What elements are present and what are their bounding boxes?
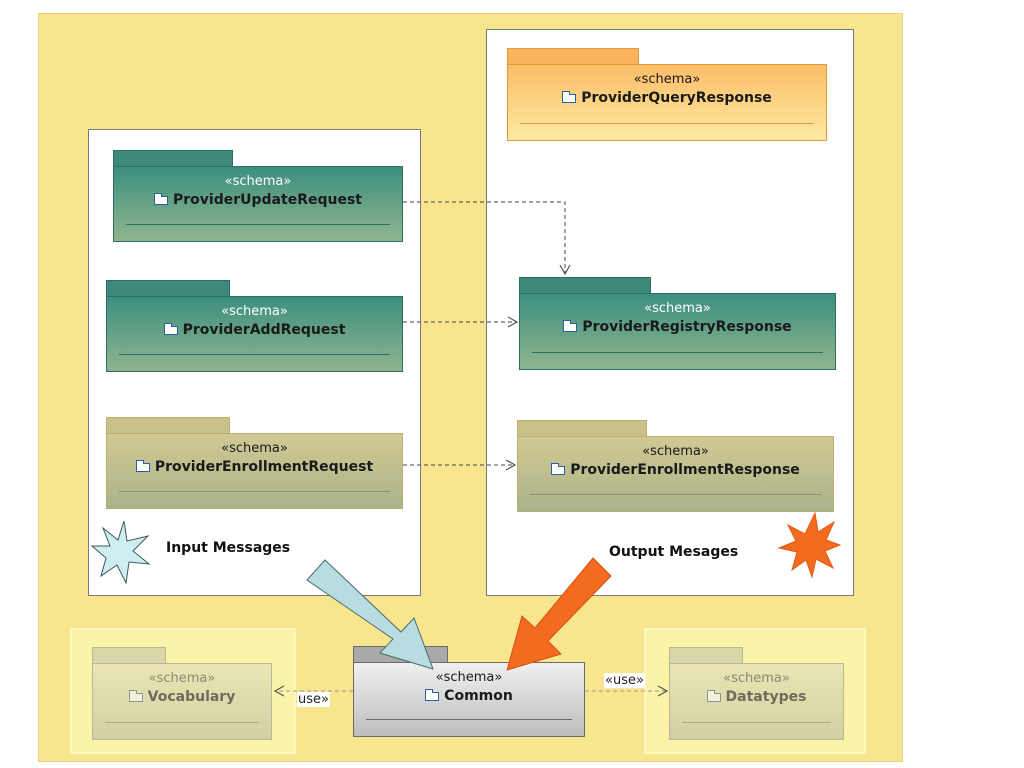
package-body: «schema» ProviderAddRequest xyxy=(106,296,403,372)
package-tab xyxy=(517,420,647,437)
starburst-outline-icon xyxy=(90,520,151,585)
folder-icon xyxy=(706,690,721,702)
package-provider-enrollment-request[interactable]: «schema» ProviderEnrollmentRequest xyxy=(106,417,403,509)
package-name: Datatypes xyxy=(670,688,843,706)
package-divider xyxy=(682,722,831,723)
package-divider xyxy=(532,352,823,353)
package-divider xyxy=(119,491,390,492)
package-provider-add-request[interactable]: «schema» ProviderAddRequest xyxy=(106,280,403,372)
package-name: ProviderAddRequest xyxy=(107,321,402,339)
package-stereotype: «schema» xyxy=(642,444,709,459)
package-tab xyxy=(106,280,230,297)
package-provider-query-response[interactable]: «schema» ProviderQueryResponse xyxy=(507,48,827,141)
package-provider-update-request[interactable]: «schema» ProviderUpdateRequest xyxy=(113,150,403,242)
package-datatypes[interactable]: «schema» Datatypes xyxy=(669,647,844,740)
package-stereotype: «schema» xyxy=(221,441,288,456)
package-body: «schema» ProviderQueryResponse xyxy=(507,64,827,141)
package-divider xyxy=(126,224,390,225)
dependency-update-to-registry xyxy=(403,201,571,276)
folder-icon xyxy=(425,689,440,701)
package-stereotype: «schema» xyxy=(435,670,503,685)
package-name: ProviderEnrollmentRequest xyxy=(107,458,402,476)
folder-icon xyxy=(128,690,143,702)
package-stereotype: «schema» xyxy=(224,174,292,189)
package-body: «schema» ProviderRegistryResponse xyxy=(519,293,836,370)
package-body: «schema» Vocabulary xyxy=(92,663,272,740)
package-vocabulary[interactable]: «schema» Vocabulary xyxy=(92,647,272,740)
package-name: Vocabulary xyxy=(93,688,271,706)
package-provider-enrollment-response[interactable]: «schema» ProviderEnrollmentResponse xyxy=(517,420,834,512)
package-body: «schema» ProviderUpdateRequest xyxy=(113,166,403,242)
package-stereotype: «schema» xyxy=(221,304,288,319)
package-tab xyxy=(92,647,166,664)
use-label-vocabulary: use» xyxy=(297,692,330,707)
package-tab xyxy=(507,48,639,65)
package-name: ProviderQueryResponse xyxy=(508,89,826,107)
package-name: ProviderEnrollmentResponse xyxy=(518,461,833,479)
package-stereotype: «schema» xyxy=(633,72,701,87)
package-name: Common xyxy=(354,687,584,705)
input-to-common-arrow xyxy=(306,559,434,670)
folder-icon xyxy=(163,323,178,335)
package-body: «schema» ProviderEnrollmentRequest xyxy=(106,433,403,509)
starburst-filled-icon xyxy=(777,511,842,579)
package-stereotype: «schema» xyxy=(723,671,790,686)
package-body: «schema» Datatypes xyxy=(669,663,844,740)
package-divider xyxy=(520,123,814,124)
package-body: «schema» ProviderEnrollmentResponse xyxy=(517,436,834,512)
folder-icon xyxy=(562,91,577,103)
input-messages-caption: Input Messages xyxy=(166,540,291,556)
folder-icon xyxy=(551,463,566,475)
package-divider xyxy=(530,494,821,495)
folder-icon xyxy=(154,193,169,205)
package-tab xyxy=(113,150,233,167)
package-stereotype: «schema» xyxy=(148,671,216,686)
package-provider-registry-response[interactable]: «schema» ProviderRegistryResponse xyxy=(519,277,836,370)
package-tab xyxy=(669,647,743,664)
package-body: «schema» Common xyxy=(353,662,585,737)
package-divider xyxy=(366,719,572,720)
package-divider xyxy=(105,722,259,723)
package-divider xyxy=(119,354,390,355)
output-to-common-arrow xyxy=(506,557,612,671)
package-name: ProviderUpdateRequest xyxy=(114,191,402,209)
folder-icon xyxy=(563,320,578,332)
output-messages-caption: Output Mesages xyxy=(609,544,739,560)
use-label-datatypes: «use» xyxy=(604,673,645,688)
package-stereotype: «schema» xyxy=(644,301,711,316)
package-name: ProviderRegistryResponse xyxy=(520,318,835,336)
folder-icon xyxy=(135,460,150,472)
package-tab xyxy=(106,417,230,434)
package-tab xyxy=(519,277,651,294)
